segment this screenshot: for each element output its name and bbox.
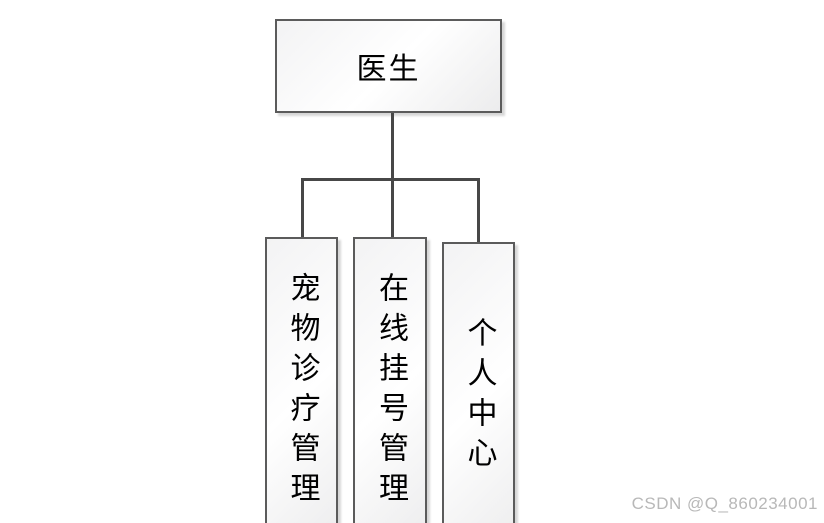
connector-drop-left bbox=[301, 181, 304, 237]
node-personal-center: 个人中心 bbox=[442, 242, 515, 523]
pet-treatment-management-label: 宠物诊疗管理 bbox=[285, 272, 319, 512]
csdn-watermark: CSDN @Q_860234001 bbox=[631, 494, 818, 513]
connector-root-stem bbox=[391, 113, 394, 179]
node-online-registration-management: 在线挂号管理 bbox=[353, 237, 427, 523]
online-registration-management-label: 在线挂号管理 bbox=[374, 272, 407, 512]
connector-horizontal-bar bbox=[301, 178, 480, 181]
connector-drop-middle bbox=[391, 181, 394, 237]
connector-drop-right bbox=[477, 181, 480, 242]
root-node-label: 医生 bbox=[356, 53, 421, 86]
personal-center-label: 个人中心 bbox=[462, 317, 496, 477]
diagram-root-node: 医生 bbox=[275, 19, 502, 113]
node-pet-treatment-management: 宠物诊疗管理 bbox=[265, 237, 338, 523]
